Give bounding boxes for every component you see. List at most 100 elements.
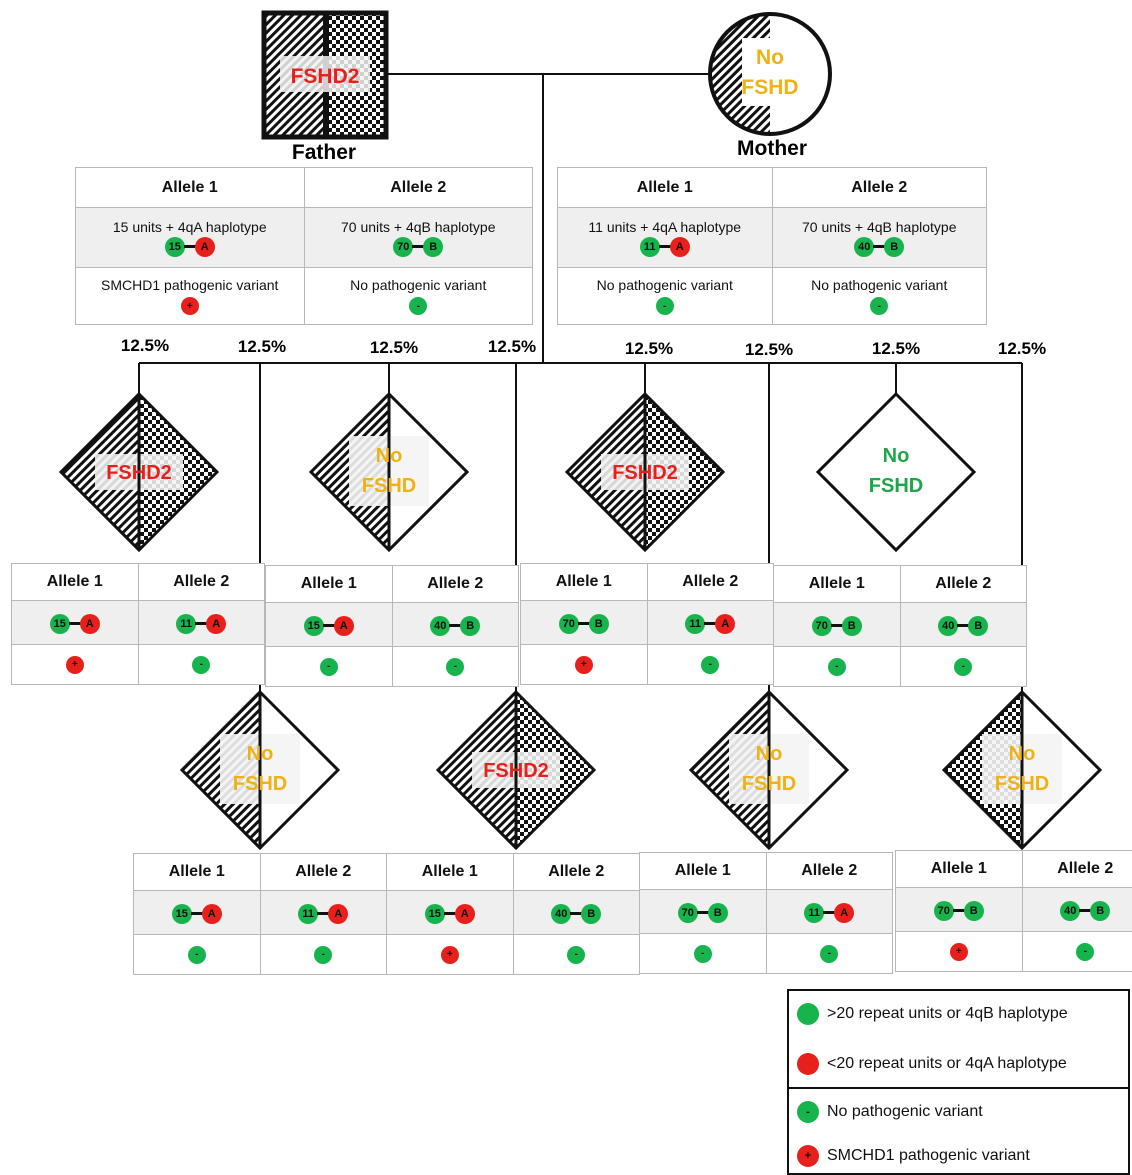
repeat-units-dot: 15 bbox=[303, 615, 324, 636]
mother-symbol: No FSHD bbox=[708, 12, 832, 136]
no-variant-icon: - bbox=[797, 1101, 819, 1123]
haplotype-dot: B bbox=[963, 900, 984, 921]
allele-1-header: Allele 1 bbox=[674, 862, 731, 879]
child-status-label-1: No bbox=[756, 743, 783, 765]
haplotype-dot: B bbox=[968, 615, 989, 636]
variant-dot: - bbox=[567, 945, 586, 964]
legend-item: <20 repeat units or 4qA haplotype bbox=[797, 1053, 1067, 1075]
variant-dot: + bbox=[65, 655, 84, 674]
allele-2-variant-cell: - bbox=[137, 645, 265, 684]
allele-2-variant-cell: - bbox=[512, 935, 640, 974]
percentage-label: 12.5% bbox=[238, 337, 286, 356]
allele-2-variant-cell: - bbox=[1021, 932, 1132, 971]
variant-dot: - bbox=[319, 657, 338, 676]
mother-title: Mother bbox=[737, 137, 807, 160]
allele-1-header: Allele 1 bbox=[161, 178, 218, 196]
legend-text: No pathogenic variant bbox=[827, 1103, 983, 1120]
mother-status-label-2: FSHD bbox=[741, 76, 798, 99]
allele-description: 70 units + 4qB haplotype bbox=[801, 218, 957, 235]
allele-1-header: Allele 1 bbox=[636, 178, 693, 196]
repeat-units-dot: 11 bbox=[298, 903, 319, 924]
child-symbol: FSHD2 bbox=[564, 391, 726, 553]
variant-dot: + bbox=[949, 942, 968, 961]
haplotype-dot: A bbox=[79, 613, 100, 634]
child-status-label: FSHD2 bbox=[483, 760, 549, 782]
allele-description: 11 units + 4qA haplotype bbox=[588, 218, 742, 235]
haplotype-dot: B bbox=[460, 615, 481, 636]
child-status-label: FSHD2 bbox=[612, 462, 678, 484]
percentages: 12.5% 12.5% 12.5% 12.5% 12.5% 12.5% 12.5… bbox=[121, 336, 1046, 359]
allele-2-header: Allele 2 bbox=[303, 168, 533, 207]
allele-1-header: Allele 1 bbox=[930, 860, 987, 877]
child-status-label-2: FSHD bbox=[995, 773, 1049, 795]
legend-item: - No pathogenic variant bbox=[797, 1101, 983, 1123]
variant-dot: - bbox=[409, 297, 428, 315]
allele-2-variant-cell: No pathogenic variant - bbox=[771, 268, 987, 324]
percentage-label: 12.5% bbox=[872, 339, 920, 358]
variant-dot: + bbox=[440, 945, 459, 964]
percentage-label: 12.5% bbox=[121, 336, 169, 355]
haplotype-dot: A bbox=[715, 613, 736, 634]
green-dot-icon bbox=[797, 1003, 819, 1025]
allele-1-variant-cell: - bbox=[134, 935, 260, 974]
allele-2-variant-cell: - bbox=[646, 645, 774, 684]
pathogenic-variant-icon: + bbox=[797, 1145, 819, 1167]
haplotype-dot: A bbox=[194, 236, 215, 257]
child-status-label-2: FSHD bbox=[742, 773, 796, 795]
child-status-label-2: FSHD bbox=[233, 773, 287, 795]
pedigree-lines bbox=[138, 73, 1023, 692]
allele-1-variant-cell: SMCHD1 pathogenic variant + bbox=[76, 268, 304, 324]
haplotype-dot: B bbox=[841, 615, 862, 636]
allele-1-header: Allele 1 bbox=[168, 863, 225, 880]
variant-description: SMCHD1 pathogenic variant bbox=[101, 277, 279, 293]
haplotype-dot: A bbox=[454, 903, 475, 924]
variant-description: No pathogenic variant bbox=[596, 277, 733, 293]
legend-item: >20 repeat units or 4qB haplotype bbox=[797, 1003, 1068, 1025]
allele-2-variant-cell: - bbox=[765, 934, 893, 973]
legend-item: + SMCHD1 pathogenic variant bbox=[797, 1145, 1030, 1167]
variant-dot: - bbox=[701, 655, 720, 674]
variant-dot: - bbox=[954, 657, 973, 676]
allele-1-header: Allele 1 bbox=[46, 573, 103, 590]
variant-dot: - bbox=[446, 657, 465, 676]
allele-2-header: Allele 2 bbox=[1021, 851, 1132, 887]
allele-2-header: Allele 2 bbox=[137, 564, 265, 600]
allele-2-header: Allele 2 bbox=[259, 854, 387, 890]
child-status-label-1: No bbox=[376, 445, 403, 467]
repeat-units-dot: 40 bbox=[1060, 900, 1081, 921]
percentage-label: 12.5% bbox=[370, 338, 418, 357]
allele-1-header: Allele 1 bbox=[421, 863, 478, 880]
child-symbol: FSHD2 bbox=[435, 689, 597, 851]
variant-dot: + bbox=[574, 655, 593, 674]
variant-dot: - bbox=[314, 945, 333, 964]
percentage-label: 12.5% bbox=[488, 337, 536, 356]
allele-1-variant-cell: + bbox=[521, 645, 647, 684]
